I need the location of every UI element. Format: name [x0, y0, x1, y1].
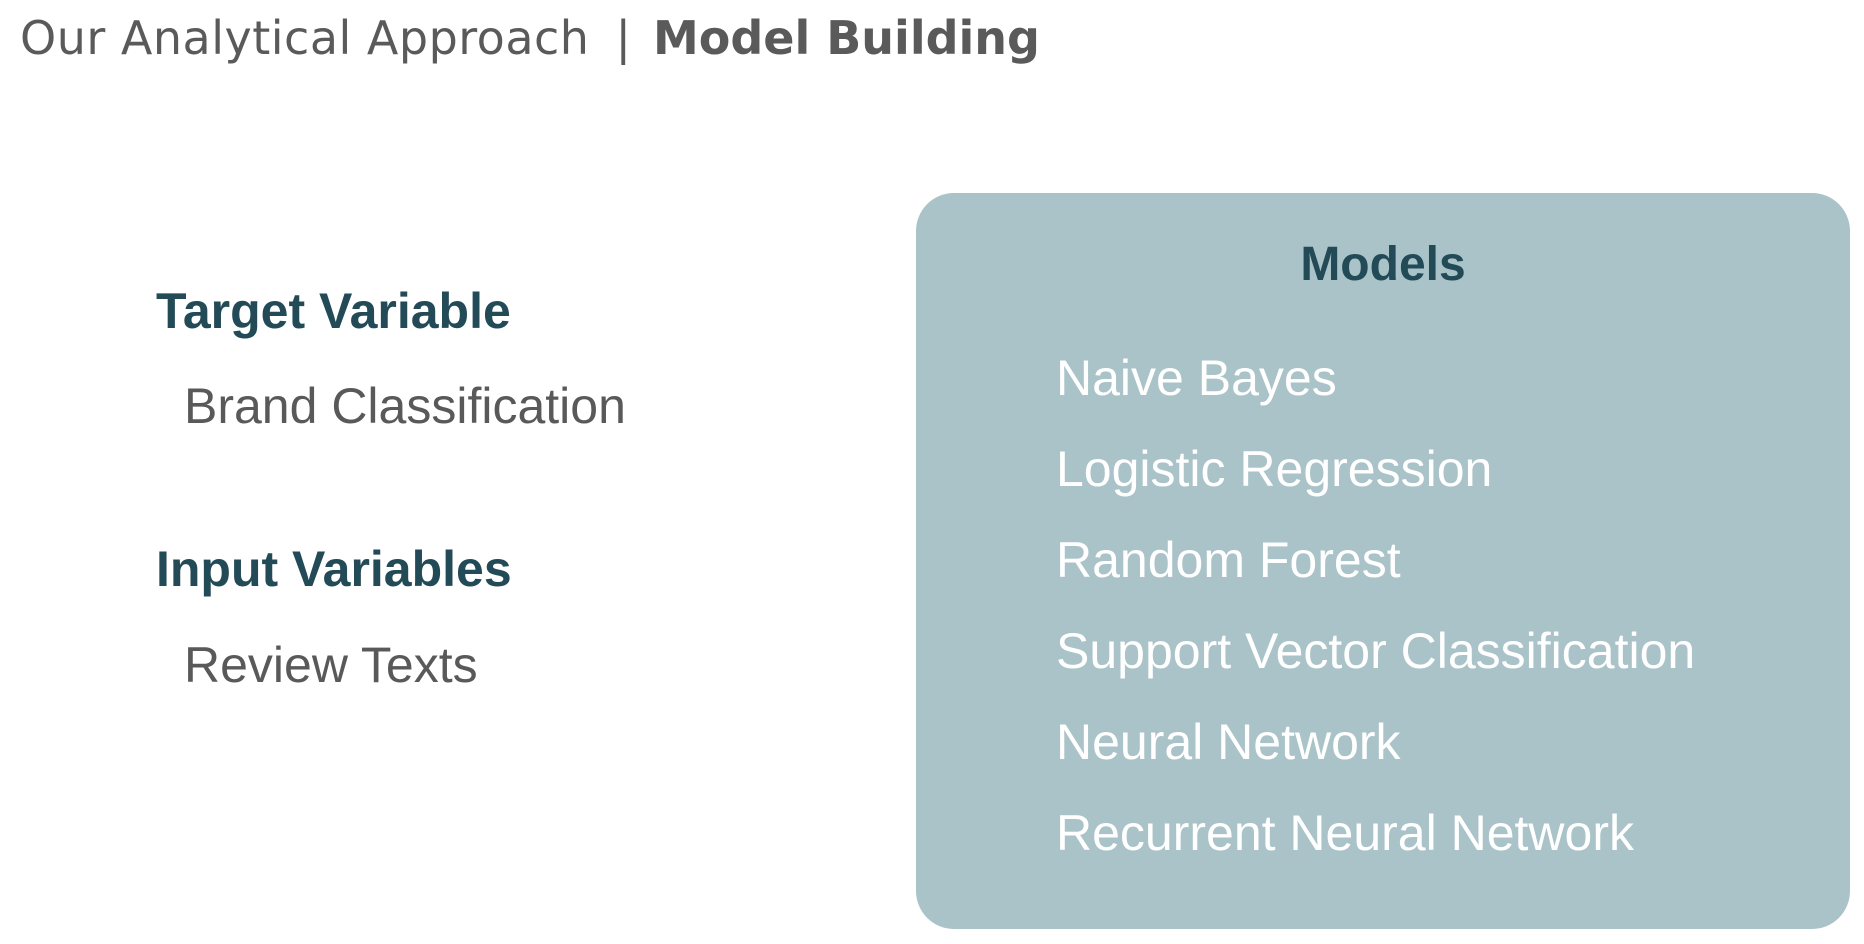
models-title: Models — [1300, 238, 1466, 291]
models-list: Naive Bayes Logistic Regression Random F… — [1056, 333, 1695, 879]
header-section: Our Analytical Approach — [20, 11, 590, 65]
model-item: Recurrent Neural Network — [1056, 805, 1634, 861]
input-variables-heading: Input Variables — [156, 541, 512, 597]
header-topic: Model Building — [652, 11, 1040, 65]
target-variable-value: Brand Classification — [184, 378, 626, 434]
target-variable-heading: Target Variable — [156, 283, 511, 339]
model-item: Neural Network — [1056, 714, 1401, 770]
model-item: Naive Bayes — [1056, 350, 1337, 406]
models-panel: Models Naive Bayes Logistic Regression R… — [916, 193, 1850, 929]
model-item: Random Forest — [1056, 532, 1401, 588]
model-item: Logistic Regression — [1056, 441, 1493, 497]
slide-header: Our Analytical Approach | Model Building — [20, 6, 1040, 70]
model-item: Support Vector Classification — [1056, 623, 1696, 679]
header-separator: | — [615, 11, 631, 65]
input-variables-value: Review Texts — [184, 637, 478, 693]
